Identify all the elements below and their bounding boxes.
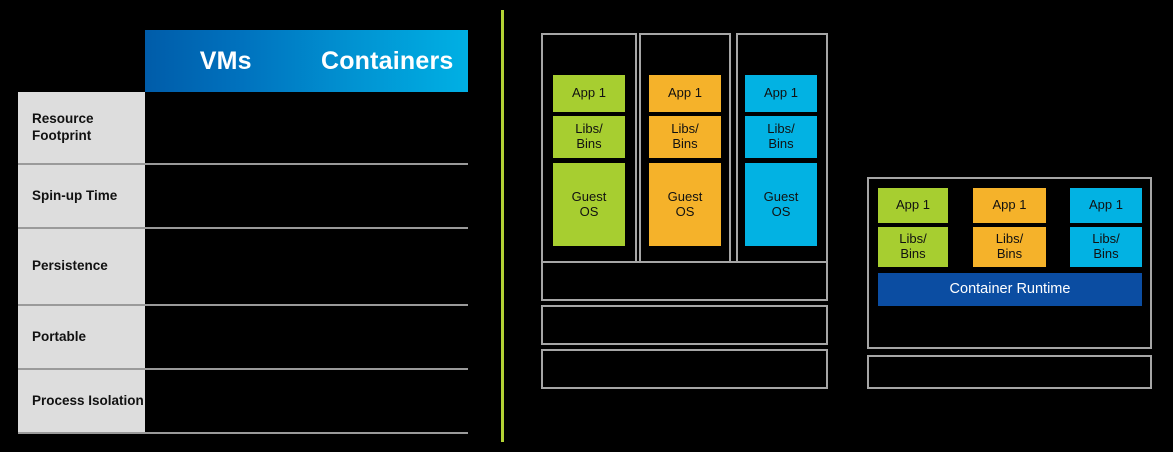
- container-3-app-tile: App 1: [1070, 188, 1142, 223]
- vm-base-layer-3: [541, 349, 828, 389]
- vm-2-app-tile: App 1: [649, 75, 721, 112]
- table-header: VMs Containers: [145, 30, 468, 92]
- vm-base-layer-3-label: [543, 351, 826, 387]
- section-divider: [501, 10, 504, 442]
- container-base-layer-1-label: [869, 357, 1150, 387]
- container-1-app-tile: App 1: [878, 188, 948, 223]
- container-2-libs-bins-tile: Libs/ Bins: [973, 227, 1046, 267]
- column-header-vms: VMs: [199, 46, 252, 75]
- container-runtime-bar: Container Runtime: [878, 273, 1142, 306]
- cell-portable-vms: [145, 306, 307, 368]
- cell-spin-up-time-vms: [145, 165, 307, 227]
- row-label-spin-up-time: Spin-up Time: [18, 165, 145, 227]
- container-base-layer-1: [867, 355, 1152, 389]
- vm-base-layer-2-label: [543, 307, 826, 343]
- table-row: Process Isolation: [18, 370, 468, 434]
- table-row: Spin-up Time: [18, 165, 468, 229]
- column-header-containers: Containers: [320, 46, 454, 75]
- vm-1-app-tile: App 1: [553, 75, 625, 112]
- row-label-process-isolation: Process Isolation: [18, 370, 145, 432]
- table-row: Persistence: [18, 229, 468, 306]
- cell-resource-footprint-vms: [145, 92, 307, 163]
- vm-2-guest-os-tile: Guest OS: [649, 163, 721, 246]
- row-label-persistence: Persistence: [18, 229, 145, 304]
- container-2-app-tile: App 1: [973, 188, 1046, 223]
- vm-3-libs-bins-tile: Libs/ Bins: [745, 116, 817, 158]
- vm-base-layer-1-label: [543, 263, 826, 299]
- cell-persistence-containers: [306, 229, 468, 304]
- table-row: Resource Footprint: [18, 92, 468, 165]
- vm-3-app-tile: App 1: [745, 75, 817, 112]
- container-1-libs-bins-tile: Libs/ Bins: [878, 227, 948, 267]
- cell-portable-containers: [306, 306, 468, 368]
- cell-process-isolation-containers: [306, 370, 468, 432]
- vm-1-libs-bins-tile: Libs/ Bins: [553, 116, 625, 158]
- cell-spin-up-time-containers: [306, 165, 468, 227]
- comparison-table: VMs Containers Resource Footprint Spin-u…: [18, 30, 468, 434]
- cell-resource-footprint-containers: [306, 92, 468, 163]
- row-label-portable: Portable: [18, 306, 145, 368]
- cell-persistence-vms: [145, 229, 307, 304]
- vm-base-layer-2: [541, 305, 828, 345]
- cell-process-isolation-vms: [145, 370, 307, 432]
- table-row: Portable: [18, 306, 468, 370]
- vm-base-layer-1: [541, 261, 828, 301]
- container-3-libs-bins-tile: Libs/ Bins: [1070, 227, 1142, 267]
- vm-3-guest-os-tile: Guest OS: [745, 163, 817, 246]
- vm-2-libs-bins-tile: Libs/ Bins: [649, 116, 721, 158]
- table-body: Resource Footprint Spin-up Time Persiste…: [18, 92, 468, 434]
- vm-1-guest-os-tile: Guest OS: [553, 163, 625, 246]
- row-label-resource-footprint: Resource Footprint: [18, 92, 145, 163]
